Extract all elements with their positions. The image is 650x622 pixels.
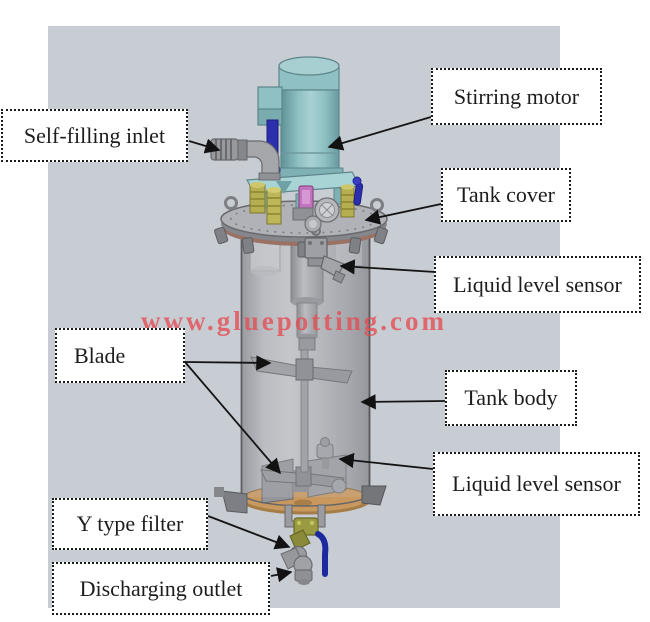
arrow-blade-lower bbox=[184, 361, 281, 475]
label-stirring-motor: Stirring motor bbox=[431, 68, 602, 125]
arrow-tank-cover bbox=[364, 203, 442, 225]
label-y-type-filter: Y type filter bbox=[52, 498, 208, 550]
self-filling-inlet-shape bbox=[210, 138, 281, 181]
watermark-text: www.gluepotting.com bbox=[141, 306, 447, 336]
arrow-stirring-motor bbox=[327, 116, 432, 151]
label-tank-cover: Tank cover bbox=[441, 168, 571, 222]
arrow-self-filling-inlet bbox=[188, 138, 221, 154]
label-tank-body: Tank body bbox=[445, 370, 577, 426]
label-liquid-level-sensor-top: Liquid level sensor bbox=[434, 256, 641, 313]
outlet-valve-handle bbox=[315, 531, 329, 577]
label-self-filling-inlet: Self-filling inlet bbox=[1, 109, 188, 162]
arrow-tank-body bbox=[360, 394, 446, 410]
discharge-assembly bbox=[280, 504, 329, 585]
arrow-discharging-outlet bbox=[270, 567, 293, 583]
glass-overlay bbox=[241, 231, 370, 497]
label-discharging-outlet: Discharging outlet bbox=[52, 562, 270, 615]
arrow-y-type-filter bbox=[207, 515, 291, 550]
arrow-liquid-level-sensor-top bbox=[339, 259, 436, 275]
label-liquid-level-sensor-bottom: Liquid level sensor bbox=[433, 452, 640, 516]
lower-liquid-level-sensor-shape bbox=[316, 437, 347, 494]
cover-fittings bbox=[249, 176, 364, 233]
tank-feet bbox=[214, 485, 387, 514]
label-blade: Blade bbox=[55, 328, 185, 383]
arrow-blade-upper bbox=[184, 355, 272, 371]
arrow-liquid-level-sensor-bottom bbox=[338, 452, 434, 470]
